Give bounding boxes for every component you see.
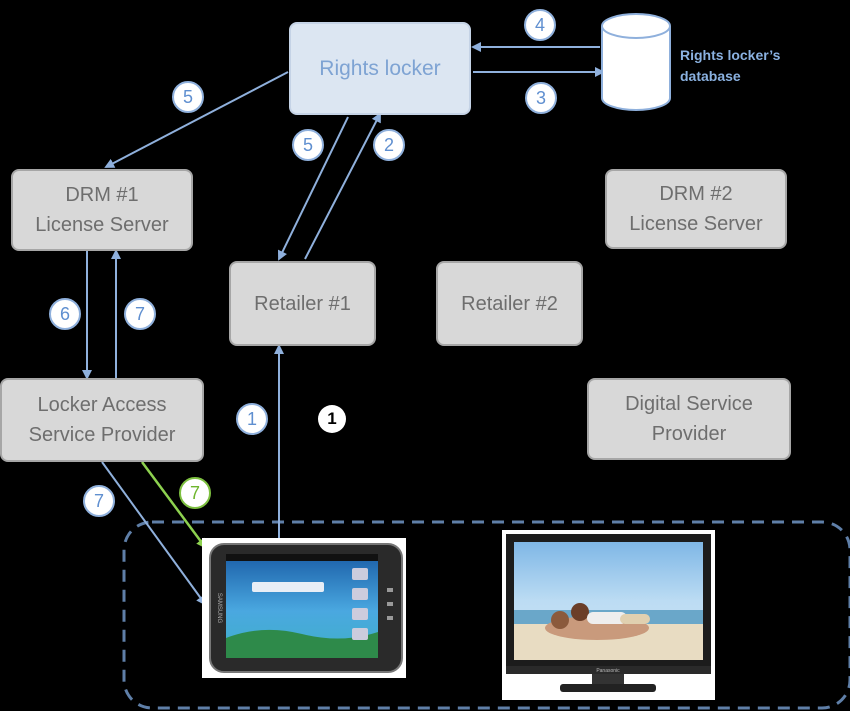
retailer1-label: Retailer #1 xyxy=(254,292,351,315)
drm1-license-server-box: DRM #1 License Server xyxy=(11,169,193,251)
arrow-step-7-green xyxy=(140,461,207,549)
rights-locker-box: Rights locker xyxy=(289,22,471,115)
home-network-boundary xyxy=(122,520,850,710)
retailer2-box: Retailer #2 xyxy=(436,261,583,346)
step-badge-5-left: 5 xyxy=(172,81,204,113)
dsp-label-line1: Digital Service xyxy=(625,393,753,415)
step-badge-5-center: 5 xyxy=(292,129,324,161)
dsp-label-line2: Provider xyxy=(651,423,727,445)
database-label-line2: database xyxy=(680,68,741,84)
arrow-step-5-retailer xyxy=(277,116,349,261)
tv-device: Panasonic xyxy=(502,530,715,700)
arrow-step-7-device xyxy=(101,461,207,606)
digital-service-provider-box: Digital Service Provider xyxy=(587,378,791,460)
retailer2-label: Retailer #2 xyxy=(461,292,558,315)
step-badge-7-green: 7 xyxy=(179,477,211,509)
tv-brand-label: Panasonic xyxy=(596,668,620,674)
step-badge-7-device: 7 xyxy=(83,485,115,517)
drm1-label-line1: DRM #1 xyxy=(65,184,139,206)
step-badge-2: 2 xyxy=(373,129,405,161)
locker-access-service-provider-box: Locker Access Service Provider xyxy=(0,378,204,462)
step-badge-6: 6 xyxy=(49,298,81,330)
lasp-label-line1: Locker Access xyxy=(37,394,167,416)
step-badge-1: 1 xyxy=(236,403,268,435)
drm2-label-line1: DRM #2 xyxy=(659,183,733,205)
drm1-label-line2: License Server xyxy=(35,214,169,236)
database-label-line1: Rights locker’s xyxy=(680,47,781,63)
drm2-label-line2: License Server xyxy=(629,213,763,235)
retailer1-box: Retailer #1 xyxy=(229,261,376,346)
lasp-label-line2: Service Provider xyxy=(28,424,176,446)
step-badge-1-black: 1 xyxy=(318,405,346,433)
step-badge-7-drm: 7 xyxy=(124,298,156,330)
step-badge-4: 4 xyxy=(524,9,556,41)
database-label: Rights locker’s database xyxy=(680,45,780,87)
arrow-step-5-drm xyxy=(104,71,289,168)
step-badge-3: 3 xyxy=(525,82,557,114)
tablet-brand-label: SAMSUNG xyxy=(216,593,222,624)
drm2-license-server-box: DRM #2 License Server xyxy=(605,169,787,249)
rights-locker-label: Rights locker xyxy=(319,56,441,80)
arrow-step-2 xyxy=(304,112,381,260)
tablet-device: SAMSUNG xyxy=(202,538,406,678)
database-icon xyxy=(601,13,671,111)
